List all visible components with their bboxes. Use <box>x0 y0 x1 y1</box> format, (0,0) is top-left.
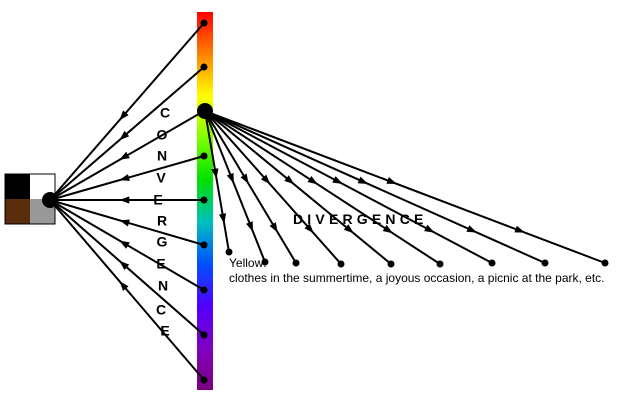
caption-heading: Yellow: <box>229 256 267 270</box>
arrowhead-icon <box>382 224 393 234</box>
arrowhead-icon <box>514 225 525 233</box>
arrowhead-icon <box>211 168 219 179</box>
dot-icon <box>436 260 444 268</box>
convergence-letter: O <box>157 127 168 143</box>
dot-icon <box>225 248 233 256</box>
convergence-letter: C <box>156 302 166 318</box>
arrowhead-icon <box>466 225 477 233</box>
dot-icon <box>387 260 395 268</box>
divergence-line <box>204 110 342 265</box>
dot-icon <box>337 260 345 268</box>
arrowhead-icon <box>119 130 130 141</box>
arrowhead-icon <box>219 213 227 224</box>
convergence-line <box>49 66 205 201</box>
divergence-label: DIVERGENCE <box>293 211 428 227</box>
arrowhead-icon <box>386 177 397 184</box>
divergence-line <box>204 110 493 264</box>
convergence-line <box>49 199 205 336</box>
dot-icon <box>200 19 208 27</box>
arrowhead-icon <box>357 176 369 184</box>
black-swatch <box>5 174 30 199</box>
arrowhead-icon <box>119 240 130 249</box>
divergence-line <box>204 110 230 253</box>
dot-icon <box>488 259 496 267</box>
divergence-line <box>204 110 266 263</box>
arrowhead-icon <box>119 151 130 160</box>
convergence-letter: R <box>157 213 167 229</box>
brown-swatch <box>5 199 30 224</box>
arrowhead-icon <box>119 219 130 227</box>
arrowhead-icon <box>307 176 318 185</box>
arrowhead-icon <box>240 173 249 184</box>
dot-icon <box>200 376 208 384</box>
convergence-letter: C <box>160 105 170 121</box>
arrowhead-icon <box>269 222 278 233</box>
arrowhead-icon <box>424 224 435 233</box>
arrowhead-icon <box>119 174 130 181</box>
caption-text: clothes in the summertime, a joyous occa… <box>229 271 605 285</box>
arrowhead-icon <box>246 221 253 232</box>
arrowhead-icon <box>119 110 129 121</box>
dot-icon <box>541 259 549 267</box>
dot-icon <box>200 63 208 71</box>
dot-icon <box>200 286 208 294</box>
convergence-letter: E <box>160 323 169 339</box>
arrowhead-icon <box>226 172 234 184</box>
divergence-line <box>204 110 606 264</box>
divergence-line <box>204 110 546 264</box>
arrowhead-icon <box>343 224 354 234</box>
arrowhead-icon <box>119 260 130 270</box>
arrowhead-icon <box>119 196 130 204</box>
convergence-point-icon <box>42 192 58 208</box>
divergence-point-icon <box>197 103 213 119</box>
dot-icon <box>200 241 208 249</box>
arrowhead-icon <box>260 174 271 185</box>
convergence-letter: N <box>158 278 168 294</box>
dot-icon <box>292 259 300 267</box>
convergence-letter: V <box>156 170 166 186</box>
convergence-line <box>49 199 205 381</box>
divergence-line <box>204 110 441 265</box>
divergence-line <box>204 110 392 265</box>
arrowhead-icon <box>304 223 314 234</box>
arrowhead-icon <box>332 176 343 184</box>
arrowhead-icon <box>284 175 295 185</box>
dot-icon <box>200 152 208 160</box>
dot-icon <box>261 258 269 266</box>
divergence-line <box>204 110 297 264</box>
dot-icon <box>200 196 208 204</box>
arrowhead-icon <box>119 281 129 291</box>
dot-icon <box>200 331 208 339</box>
convergence-letter: E <box>156 256 165 272</box>
convergence-line <box>49 22 205 201</box>
convergence-letter: N <box>157 148 167 164</box>
dot-icon <box>601 259 609 267</box>
convergence-letter: G <box>157 234 168 250</box>
convergence-letter: E <box>153 192 162 208</box>
